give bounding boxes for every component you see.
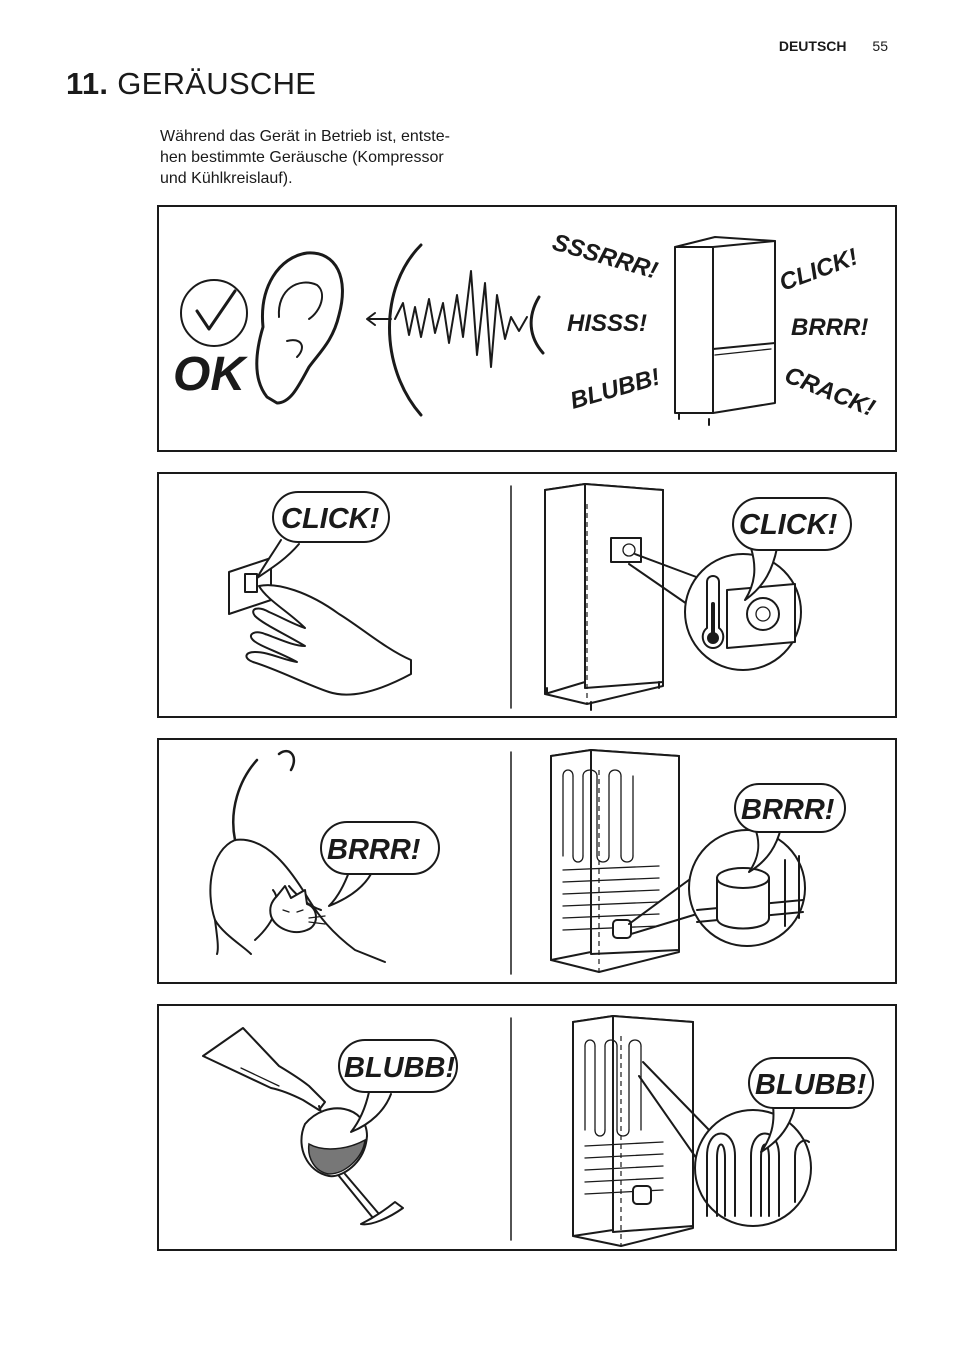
- panel-click: CLICK!: [157, 472, 897, 718]
- condenser-coil-icon: [562, 769, 660, 931]
- sound-brrr: BRRR!: [791, 314, 868, 341]
- fridge-back-icon: [572, 1015, 694, 1247]
- panel-brrr: BRRR!: [157, 738, 897, 984]
- blubb-bubble-right: BLUBB!: [748, 1057, 874, 1153]
- section-title: 11. GERÄUSCHE: [66, 66, 316, 102]
- brrr-label-right: BRRR!: [741, 794, 835, 826]
- page-number: 55: [872, 38, 888, 54]
- panel-brrr-illustration: BRRR!: [209, 749, 846, 975]
- wine-bottle-icon: [202, 1027, 326, 1111]
- intro-line: hen bestimmte Geräusche (Kompressor: [160, 149, 444, 166]
- coil-magnifier: [638, 1061, 812, 1227]
- brrr-bubble-left: BRRR!: [320, 821, 440, 907]
- compressor-magnifier: [628, 829, 806, 947]
- cat-head-icon: [269, 885, 326, 934]
- brrr-label-left: BRRR!: [327, 834, 421, 866]
- page-header: DEUTSCH 55: [779, 38, 888, 54]
- blubb-label-right: BLUBB!: [755, 1069, 866, 1101]
- sound-hisss: HISSS!: [567, 310, 647, 337]
- compressor-icon: [632, 1185, 652, 1205]
- panel-blubb-illustration: BLUBB!: [202, 1015, 874, 1247]
- click-label-right: CLICK!: [739, 509, 838, 541]
- sound-sssrrr: SSSRRR!: [549, 229, 660, 285]
- blubb-bubble-left: BLUBB!: [338, 1039, 458, 1133]
- click-bubble-left: CLICK!: [256, 491, 390, 579]
- fridge-freezer-icon: [674, 236, 776, 426]
- thermometer-icon: [701, 575, 725, 649]
- checkmark-icon: [180, 279, 248, 347]
- intro-line: Während das Gerät in Betrieb ist, entste…: [160, 128, 450, 145]
- brrr-bubble-right: BRRR!: [734, 783, 846, 873]
- sound-crack: CRACK!: [781, 362, 879, 422]
- fridge-back-icon: [550, 749, 680, 973]
- sound-wave-icon: [366, 243, 545, 417]
- section-heading: GERÄUSCHE: [117, 66, 317, 101]
- section-number: 11.: [66, 66, 109, 101]
- click-bubble-right: CLICK!: [732, 497, 852, 601]
- language-label: DEUTSCH: [778, 38, 847, 54]
- blubb-label-left: BLUBB!: [344, 1052, 455, 1084]
- sound-click: CLICK!: [776, 243, 862, 296]
- panel-ok-sounds: OK SSSRRR! HISSS! BLUBB! CLICK! BRRR! CR…: [157, 205, 897, 452]
- panel-click-illustration: CLICK!: [228, 483, 852, 711]
- cat-icon: [209, 749, 386, 963]
- compressor-large-icon: [716, 867, 770, 930]
- click-label-left: CLICK!: [281, 503, 380, 535]
- panel-ok-illustration: OK SSSRRR! HISSS! BLUBB! CLICK! BRRR! CR…: [173, 229, 879, 426]
- panel-blubb: BLUBB!: [157, 1004, 897, 1251]
- ok-label: OK: [173, 348, 248, 401]
- compressor-icon: [612, 919, 632, 939]
- condenser-coil-icon: [584, 1039, 664, 1195]
- sound-blubb: BLUBB!: [567, 363, 663, 414]
- fridge-icon: [544, 483, 664, 711]
- ear-icon: [255, 251, 344, 405]
- hand-icon: [245, 584, 412, 696]
- intro-line: und Kühlkreislauf).: [160, 170, 293, 187]
- temperature-dial-icon: [746, 597, 780, 631]
- wine-glass-icon: [300, 1107, 404, 1226]
- intro-text: Während das Gerät in Betrieb ist, entste…: [160, 126, 520, 189]
